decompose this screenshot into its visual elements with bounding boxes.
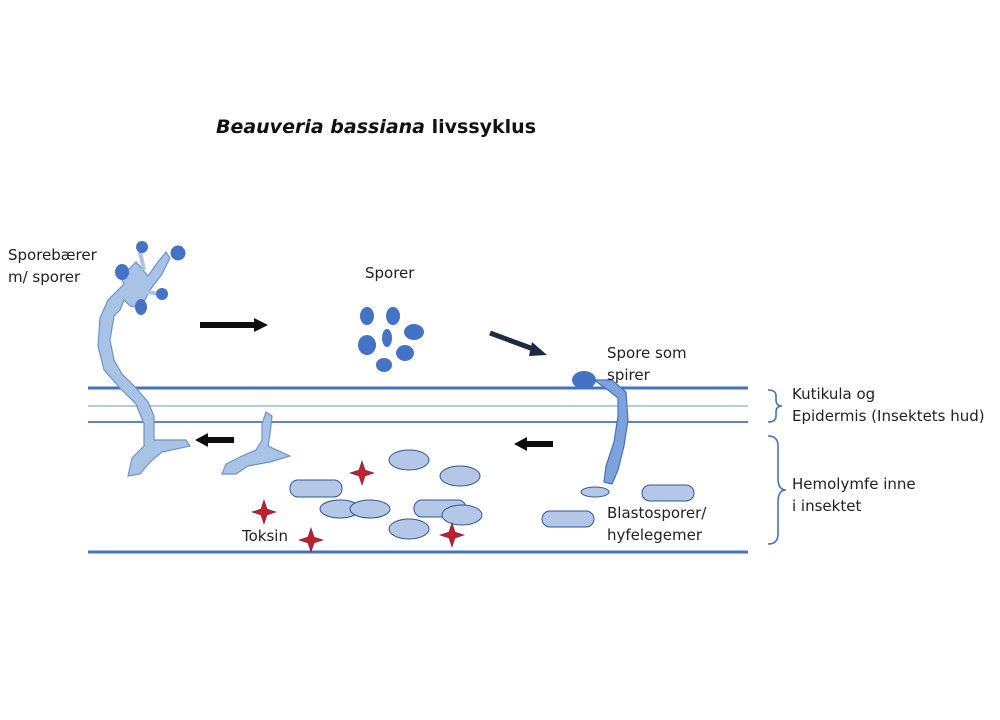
conidium [135,299,147,315]
label-hemolymfe-1: Hemolymfe inne [792,475,916,493]
conidium [170,245,186,261]
four-point-star-icon [349,460,375,486]
toxins [251,460,465,553]
spore [382,329,392,347]
blastospore [441,504,483,526]
label-blastosporer-1: Blastosporer/ [607,504,707,522]
four-point-star-icon [439,522,465,548]
four-point-star-icon [251,499,277,525]
arrow-left-icon [514,437,553,451]
label-sporebaerer-1: Sporebærer [8,246,97,264]
curly-brace-icon [767,435,787,545]
label-toksin: Toksin [242,527,288,545]
label-hemolymfe-2: i insektet [792,497,862,515]
label-sporebaerer-2: m/ sporer [8,268,81,286]
spore-cluster [358,307,424,372]
label-sporer: Sporer [365,264,415,282]
arrow-right-icon [200,318,268,332]
germinating-spore-body [572,371,596,389]
label-kutikula-1: Kutikula og [792,385,876,403]
blastospore [388,449,430,471]
arrow-down-right-icon [489,330,547,356]
germinating-spore [572,371,629,485]
spore [376,358,392,372]
skin-layers [88,386,748,554]
sporebaerer-hypha [97,241,191,477]
emerging-hypha [221,411,292,475]
four-point-star-icon [298,527,324,553]
spore [360,307,374,325]
blastospore [439,465,481,487]
label-spore-som-1: Spore som [607,344,687,362]
label-blastosporer-2: hyfelegemer [607,526,703,544]
blastospore [349,499,391,519]
label-spore-som-2: spirer [607,366,650,384]
blastospores [289,449,695,540]
spore-stalk [138,251,146,271]
blastospore [580,486,610,498]
species-name: Beauveria bassiana [215,116,425,138]
cycle-arrows [195,318,553,451]
germ-tube [592,379,629,485]
spore [404,324,424,340]
hyphal-body [641,484,695,502]
blastospore [388,518,430,540]
hyphal-body [289,479,343,498]
hypha-branch [97,250,191,477]
spore [358,335,376,355]
diagram-title: Beauveria bassiana livssyklus [0,116,752,138]
title-rest: livssyklus [425,116,537,138]
conidium [156,288,168,300]
conidium [115,264,129,280]
spore [396,345,414,361]
curly-brace-icon [767,389,783,423]
hyphal-body [541,510,595,528]
label-kutikula-2: Epidermis (Insektets hud) [792,407,985,425]
spore [386,307,400,325]
arrow-left-icon [195,433,234,447]
conidium [136,241,148,253]
